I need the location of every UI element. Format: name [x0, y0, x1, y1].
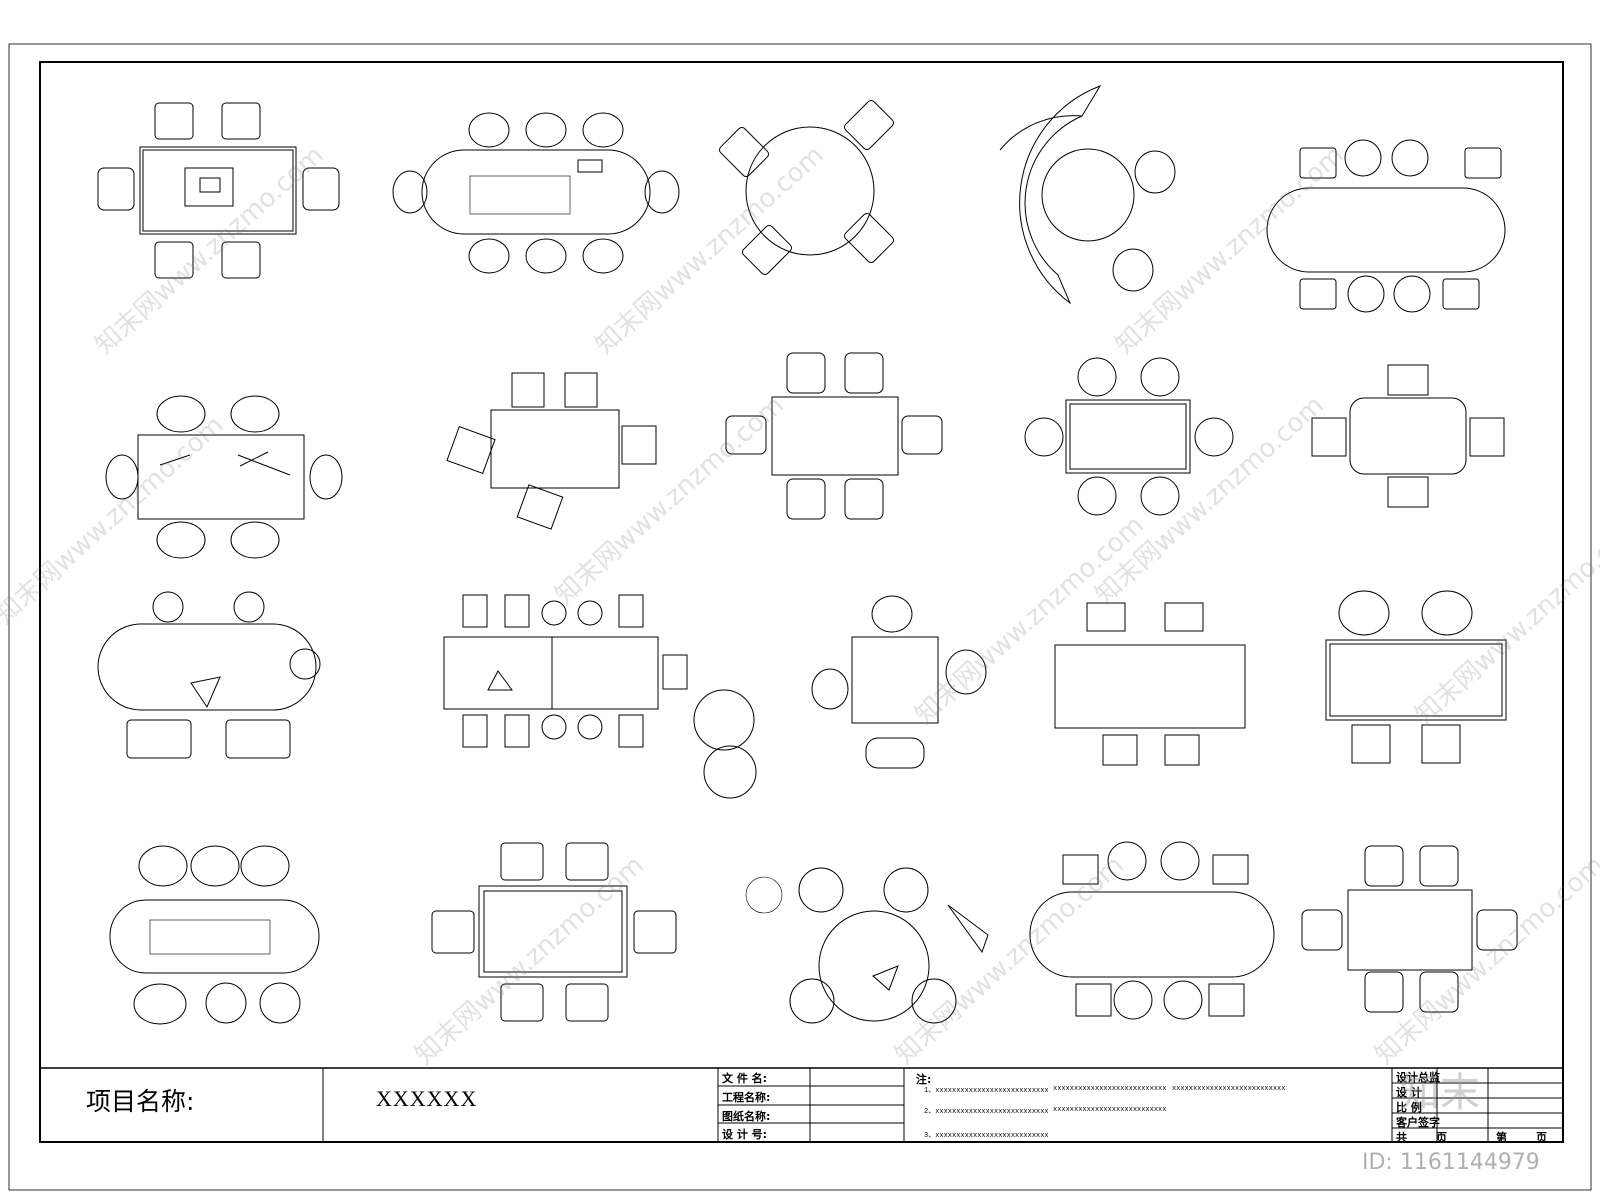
- notes-label: 注:: [916, 1073, 932, 1086]
- project-field-label: 工程名称:: [722, 1091, 771, 1104]
- design-label: 设 计: [1396, 1086, 1422, 1099]
- drawing-name-label: 图纸名称:: [722, 1110, 771, 1123]
- curved-sofa-round-table: [999, 85, 1176, 305]
- dining-set-round-4: [718, 99, 895, 276]
- page-no-label: 第: [1496, 1131, 1507, 1144]
- dining-set-rect-upholstered: [105, 395, 343, 559]
- dining-set-oval-8: [392, 112, 680, 274]
- inner-frame: [39, 61, 1564, 1143]
- dining-set-oval-round-stools: [97, 591, 321, 759]
- dining-set-rect-lounge: [446, 372, 657, 530]
- dining-set-rect-6: [97, 102, 340, 279]
- total-pages-label: 共: [1396, 1131, 1407, 1144]
- dining-set-oval-stools: [1266, 139, 1506, 313]
- note-line: 2、xxxxxxxxxxxxxxxxxxxxxxxxxxx: [924, 1108, 1049, 1116]
- dining-set-rect-6d: [1301, 845, 1518, 1013]
- page-unit-label-2: 页: [1536, 1131, 1547, 1144]
- note-line: xxxxxxxxxxxxxxxxxxxxxxxxxxx: [1053, 1106, 1167, 1114]
- dining-set-rect-stools: [1054, 602, 1246, 766]
- dining-set-round-5: [745, 867, 989, 1024]
- note-line: 3、xxxxxxxxxxxxxxxxxxxxxxxxxxx: [924, 1132, 1049, 1140]
- outer-frame: [8, 43, 1592, 1191]
- file-name-label: 文 件 名:: [722, 1072, 768, 1085]
- design-director-label: 设计总监: [1396, 1071, 1440, 1084]
- project-name-label: 项目名称:: [86, 1087, 195, 1116]
- dining-set-oval-tub: [109, 845, 320, 1025]
- image-id-label: ID: 1161144979: [1362, 1150, 1540, 1175]
- dining-set-rect-tub-2: [1325, 590, 1507, 764]
- client-sign-label: 客户签字: [1396, 1116, 1440, 1129]
- note-line: xxxxxxxxxxxxxxxxxxxxxxxxxxx: [1053, 1085, 1167, 1093]
- note-line: 1、xxxxxxxxxxxxxxxxxxxxxxxxxxx: [924, 1087, 1049, 1095]
- design-no-label: 设 计 号:: [722, 1128, 768, 1141]
- project-name-value: XXXXXX: [376, 1086, 478, 1111]
- dining-set-rect-6b: [725, 352, 943, 520]
- dining-set-double-table: [443, 594, 757, 799]
- dining-set-oval-stools-2: [1029, 841, 1275, 1020]
- scale-label: 比 例: [1396, 1101, 1422, 1114]
- brand-logo-watermark: 知末: [1400, 1070, 1480, 1116]
- dining-set-square-armchairs: [811, 595, 987, 769]
- dining-set-rounded-rect: [1311, 364, 1505, 508]
- page-unit-label: 页: [1436, 1131, 1447, 1144]
- dining-set-rect-tub: [1024, 357, 1234, 516]
- note-line: xxxxxxxxxxxxxxxxxxxxxxxxxxx: [1172, 1085, 1286, 1093]
- dining-set-rect-6c: [431, 842, 677, 1022]
